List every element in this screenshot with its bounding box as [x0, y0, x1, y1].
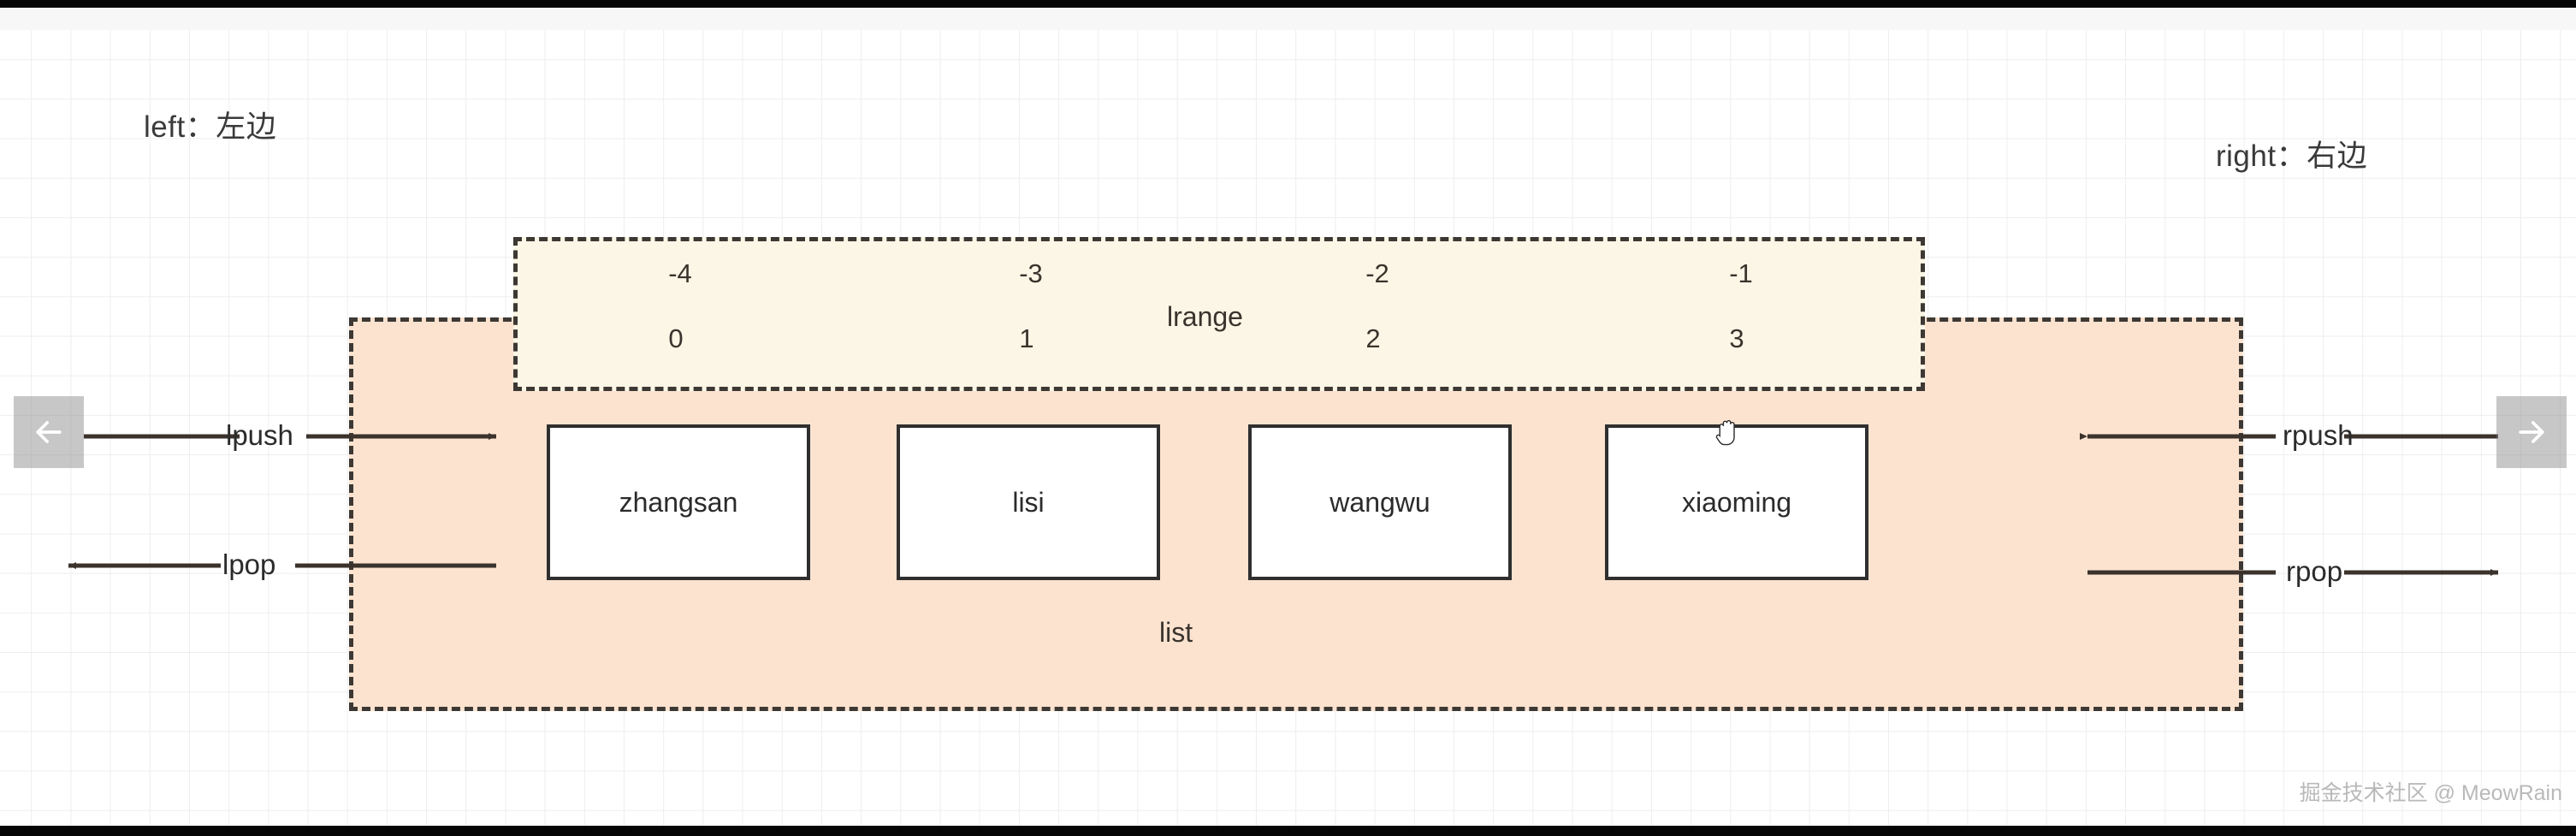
prev-page-button[interactable]: [14, 396, 84, 468]
positive-index-2: 2: [1365, 323, 1381, 353]
lrange-caption-label: lrange: [1167, 301, 1243, 332]
arrow-left-icon: [36, 421, 62, 443]
arrow-right-icon: [2519, 421, 2544, 443]
letterbox-top-bar: [0, 0, 2576, 8]
right-side-label: right：右边: [2216, 139, 2368, 173]
negative-index-3: -1: [1729, 258, 1753, 288]
rpop-label: rpop: [2286, 555, 2343, 587]
positive-index-0: 0: [668, 323, 684, 353]
list-caption-label: list: [1159, 617, 1193, 648]
list-element-wangwu[interactable]: wangwu: [1248, 424, 1512, 580]
positive-index-3: 3: [1729, 323, 1744, 353]
watermark-text: 掘金技术社区 @ MeowRain: [2299, 781, 2562, 805]
lpush-label: lpush: [226, 419, 293, 451]
list-element-xiaoming[interactable]: xiaoming: [1605, 424, 1868, 580]
positive-index-1: 1: [1019, 323, 1034, 353]
lrange-container: [513, 237, 1925, 391]
grab-hand-cursor: [1715, 419, 1735, 446]
rpush-label: rpush: [2283, 419, 2354, 451]
list-element-zhangsan[interactable]: zhangsan: [547, 424, 810, 580]
left-side-label: left：左边: [144, 110, 277, 144]
negative-index-0: -4: [668, 258, 692, 288]
negative-index-1: -3: [1019, 258, 1043, 288]
lpop-label: lpop: [222, 548, 276, 580]
letterbox-bottom-bar: [0, 826, 2576, 836]
negative-index-2: -2: [1365, 258, 1389, 288]
diagram-canvas: left：左边 right：右边 list lrange -4 -3 -2 -1…: [0, 8, 2576, 826]
next-page-button[interactable]: [2496, 396, 2567, 468]
list-element-lisi[interactable]: lisi: [897, 424, 1160, 580]
